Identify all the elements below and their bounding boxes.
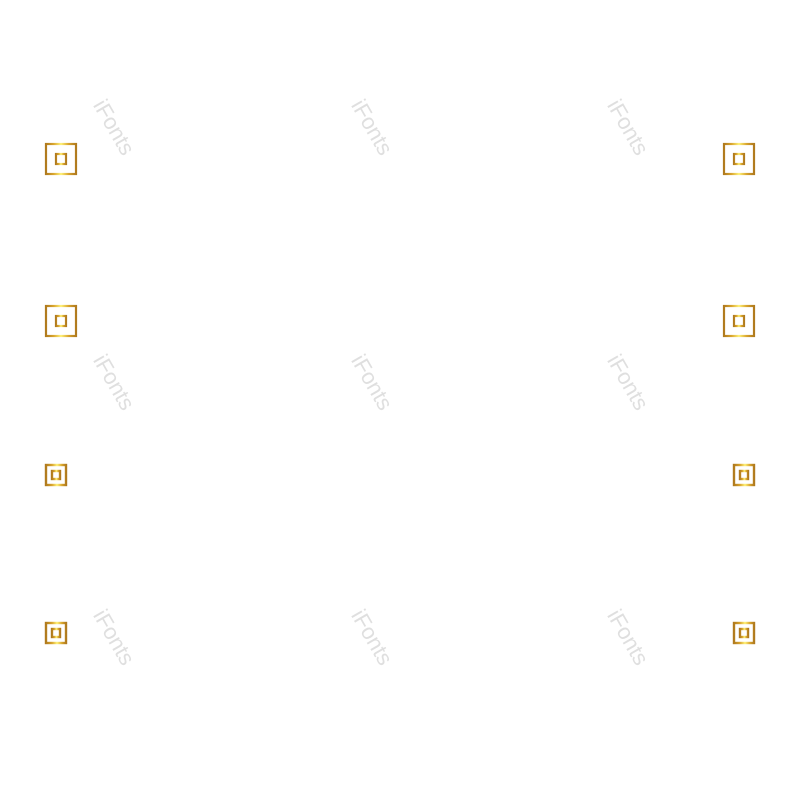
- watermark-text: iFonts: [602, 350, 654, 415]
- corner-knot-icon: [722, 142, 756, 176]
- gold-frame-bottom: [40, 455, 760, 655]
- watermark-text: iFonts: [88, 350, 140, 415]
- gold-frame-bottom-svg: [44, 463, 756, 645]
- corner-knot-icon: [44, 142, 78, 176]
- corner-knot-icon: [732, 621, 756, 645]
- gold-frame-top: [40, 130, 760, 350]
- corner-knot-icon: [44, 463, 68, 487]
- corner-knot-icon: [44, 621, 68, 645]
- corner-knot-icon: [722, 304, 756, 338]
- watermark-text: iFonts: [346, 350, 398, 415]
- corner-knot-icon: [732, 463, 756, 487]
- gold-frame-top-svg: [44, 138, 756, 340]
- corner-knot-icon: [44, 304, 78, 338]
